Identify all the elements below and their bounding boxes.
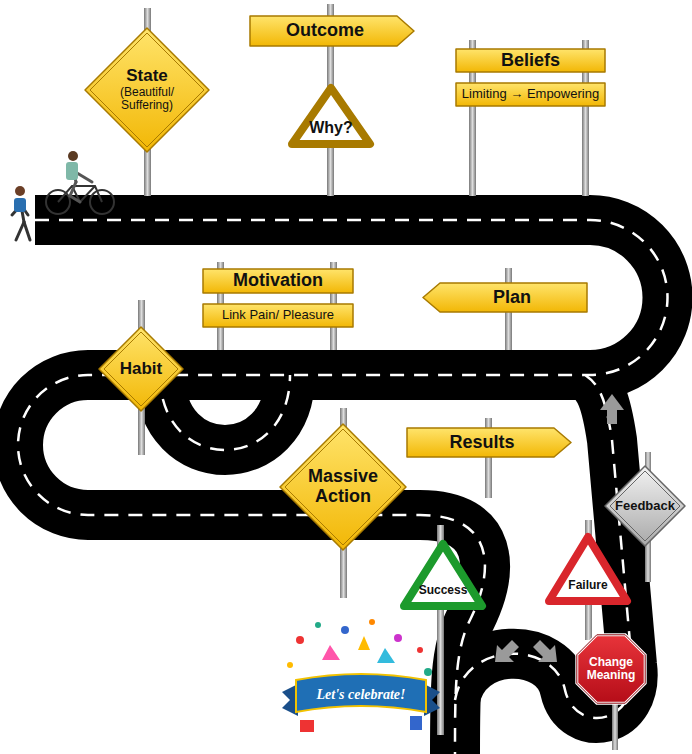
- sign-text: Failure: [568, 579, 607, 592]
- beliefs-sub-sign: Limiting → Empowering: [455, 82, 606, 107]
- sign-outline: [288, 84, 374, 148]
- sign-text: Link Pain/ Pleasure: [222, 308, 334, 322]
- plan-sign: Plan: [422, 282, 588, 313]
- sign-text: Results: [449, 433, 514, 453]
- outcome-sign: Outcome: [249, 15, 415, 47]
- sign-outline: [400, 540, 486, 610]
- sign-text: Success: [419, 584, 468, 597]
- sign-text: State: [126, 67, 168, 86]
- sign-subtext: (Beautiful/ Suffering): [113, 86, 181, 112]
- motivation-sub-sign: Link Pain/ Pleasure: [202, 303, 354, 328]
- sign-text: Plan: [493, 288, 531, 308]
- success-sign: Success: [400, 540, 486, 610]
- sign-text: Why?: [309, 119, 353, 137]
- sign-text: Outcome: [286, 21, 364, 41]
- failure-sign: Failure: [545, 533, 631, 605]
- state-sign: State(Beautiful/ Suffering): [83, 26, 211, 154]
- habit-sign: Habit: [97, 325, 185, 413]
- feedback-sign: Feedback: [603, 464, 687, 548]
- sign-text: Motivation: [233, 271, 323, 291]
- sign-text: Habit: [120, 360, 163, 379]
- sign-text: Feedback: [615, 499, 675, 513]
- sign-text: Limiting → Empowering: [462, 87, 599, 101]
- why-sign: Why?: [288, 84, 374, 148]
- sign-text: Change Meaning: [580, 656, 642, 682]
- motivation-sign: Motivation: [202, 268, 354, 294]
- beliefs-sign: Beliefs: [455, 48, 606, 73]
- results-sign: Results: [406, 427, 572, 458]
- sign-text: Massive Action: [304, 467, 382, 507]
- change-meaning-sign: Change Meaning: [572, 630, 650, 708]
- celebrate-banner-text: Let's celebrate!: [296, 682, 426, 708]
- sign-outline: [545, 533, 631, 605]
- action-sign: Massive Action: [278, 422, 408, 552]
- sign-text: Beliefs: [501, 51, 560, 71]
